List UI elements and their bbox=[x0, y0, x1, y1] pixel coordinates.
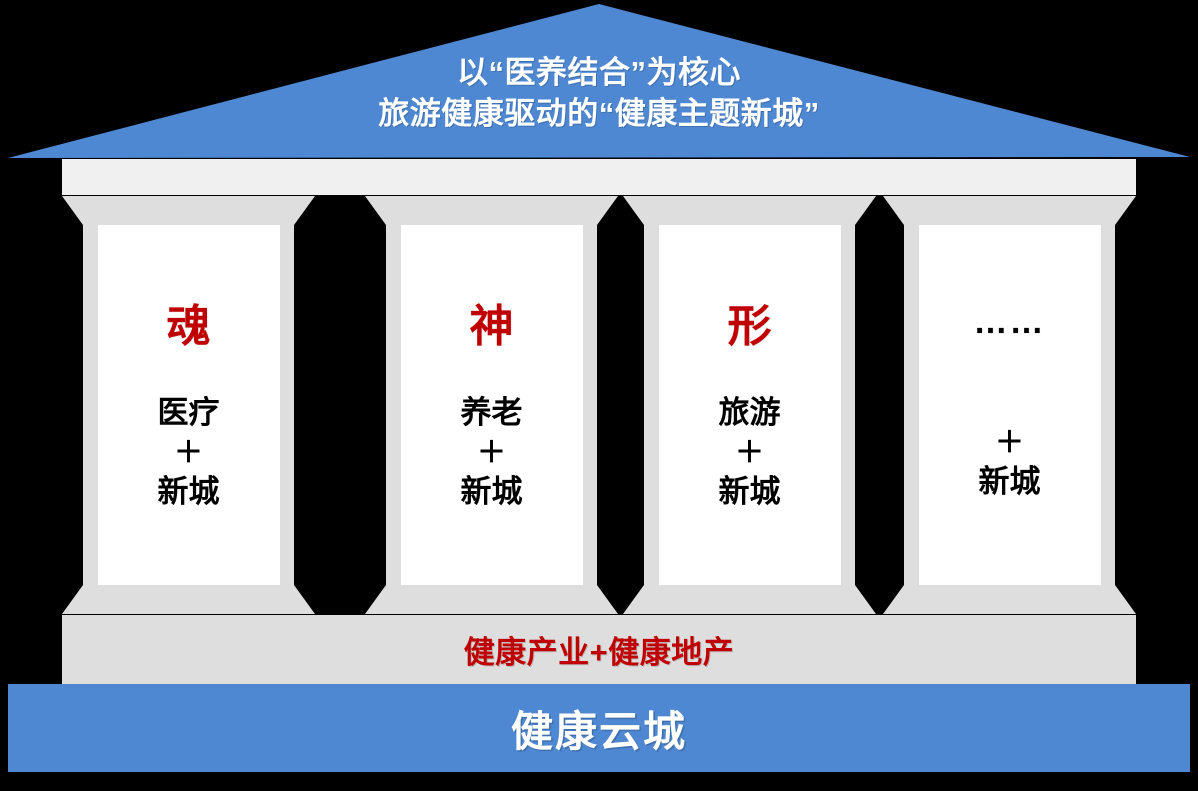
roof-triangle-shape bbox=[8, 4, 1190, 158]
column-2-formula: 养老 ＋ 新城 bbox=[461, 393, 523, 513]
architrave-beam bbox=[62, 158, 1136, 196]
column-4-formula: ＋ 新城 bbox=[979, 383, 1041, 503]
column-1-formula-top: 医疗 bbox=[157, 395, 220, 430]
column-4-keyword: …… bbox=[973, 303, 1046, 341]
column-2-formula-bottom: 新城 bbox=[460, 474, 523, 510]
stylobate-label: 健康产业+健康地产 bbox=[463, 635, 735, 670]
column-3-formula: 旅游 ＋ 新城 bbox=[719, 393, 781, 513]
column-band: 魂 医疗 ＋ 新城 神 养老 ＋ 新城 bbox=[62, 196, 1136, 614]
column-3-keyword: 形 bbox=[727, 302, 772, 351]
base-label: 健康云城 bbox=[510, 707, 687, 755]
roof-pediment: 以“医养结合”为核心 旅游健康驱动的“健康主题新城” bbox=[0, 0, 1198, 160]
column-3[interactable]: 形 旅游 ＋ 新城 bbox=[623, 196, 876, 614]
column-1-formula-plus: ＋ bbox=[173, 436, 203, 469]
column-4-formula-plus: ＋ bbox=[994, 426, 1024, 459]
column-1-keyword: 魂 bbox=[166, 302, 211, 351]
column-3-formula-top: 旅游 bbox=[718, 395, 781, 430]
stylobate-beam: 健康产业+健康地产 bbox=[62, 614, 1136, 684]
column-1-face: 魂 医疗 ＋ 新城 bbox=[97, 225, 280, 585]
column-2-formula-top: 养老 bbox=[460, 395, 523, 430]
column-1-formula: 医疗 ＋ 新城 bbox=[158, 393, 220, 513]
column-2-formula-plus: ＋ bbox=[476, 436, 506, 469]
column-1-formula-bottom: 新城 bbox=[157, 474, 220, 510]
column-3-face: 形 旅游 ＋ 新城 bbox=[658, 225, 841, 585]
column-1[interactable]: 魂 医疗 ＋ 新城 bbox=[62, 196, 315, 614]
column-4-face: …… ＋ 新城 bbox=[918, 225, 1101, 585]
column-4-formula-bottom: 新城 bbox=[978, 464, 1041, 500]
base-bar: 健康云城 bbox=[8, 684, 1190, 772]
column-3-formula-bottom: 新城 bbox=[718, 474, 781, 510]
column-2[interactable]: 神 养老 ＋ 新城 bbox=[365, 196, 618, 614]
column-2-face: 神 养老 ＋ 新城 bbox=[400, 225, 583, 585]
column-3-formula-plus: ＋ bbox=[734, 436, 764, 469]
column-2-keyword: 神 bbox=[469, 302, 514, 351]
column-4[interactable]: …… ＋ 新城 bbox=[883, 196, 1136, 614]
